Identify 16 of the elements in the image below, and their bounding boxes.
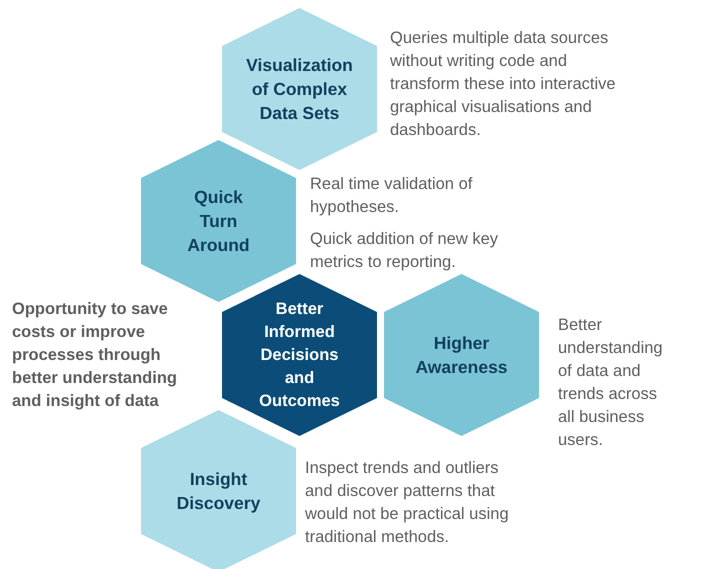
hexagon xyxy=(141,140,296,302)
hexagon xyxy=(141,410,296,569)
description-text: Inspect trends and outliers and discover patterns that would not be practical using traditional methods. xyxy=(305,458,510,548)
hexagon xyxy=(222,274,377,436)
hexagon xyxy=(384,274,539,436)
summary-text: Opportunity to save costs or improve processes through better understanding and insight of data xyxy=(12,299,178,412)
hexagon-title: Better Informed Decisions and Outcomes xyxy=(258,298,341,412)
description-text: Queries multiple data sources without writing code and transform these into interactive graphical visualisations and dashboards. xyxy=(390,28,617,141)
hexagon-title: Insight Discovery xyxy=(176,468,262,515)
hexagon-title: Quick Turn Around xyxy=(186,186,251,257)
hexagon xyxy=(222,8,377,170)
description-text: Better understanding of data and trends across all business users. xyxy=(558,315,664,451)
hexagon-title: Higher Awareness xyxy=(414,332,509,379)
description-text: Quick addition of new key metrics to reporting. xyxy=(310,229,500,273)
description-text: Real time validation of hypotheses. xyxy=(310,174,474,218)
hexagon-title: Visualization of Complex Data Sets xyxy=(245,54,354,125)
